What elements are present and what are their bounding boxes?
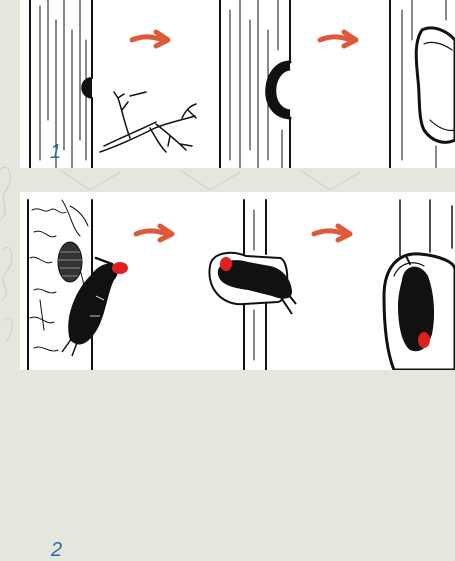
- trunk-large-cavity: [390, 0, 455, 168]
- trunk-medium-hole: [220, 0, 290, 168]
- branch-twig: [100, 92, 196, 152]
- sequence-row-2: 2: [20, 192, 455, 370]
- row-number-label: 1: [50, 142, 61, 162]
- row-2-illustration: [20, 192, 455, 370]
- arrow-right-icon: [136, 226, 172, 240]
- row-1-illustration: [20, 0, 455, 168]
- sequence-row-1: 1: [20, 0, 455, 168]
- row-number-label: 2: [51, 540, 62, 560]
- arrow-right-icon: [320, 32, 356, 46]
- arrow-right-icon: [314, 226, 350, 240]
- arrow-right-icon: [132, 32, 168, 46]
- bark-trunk: [28, 200, 92, 370]
- old-cavity: [58, 242, 82, 282]
